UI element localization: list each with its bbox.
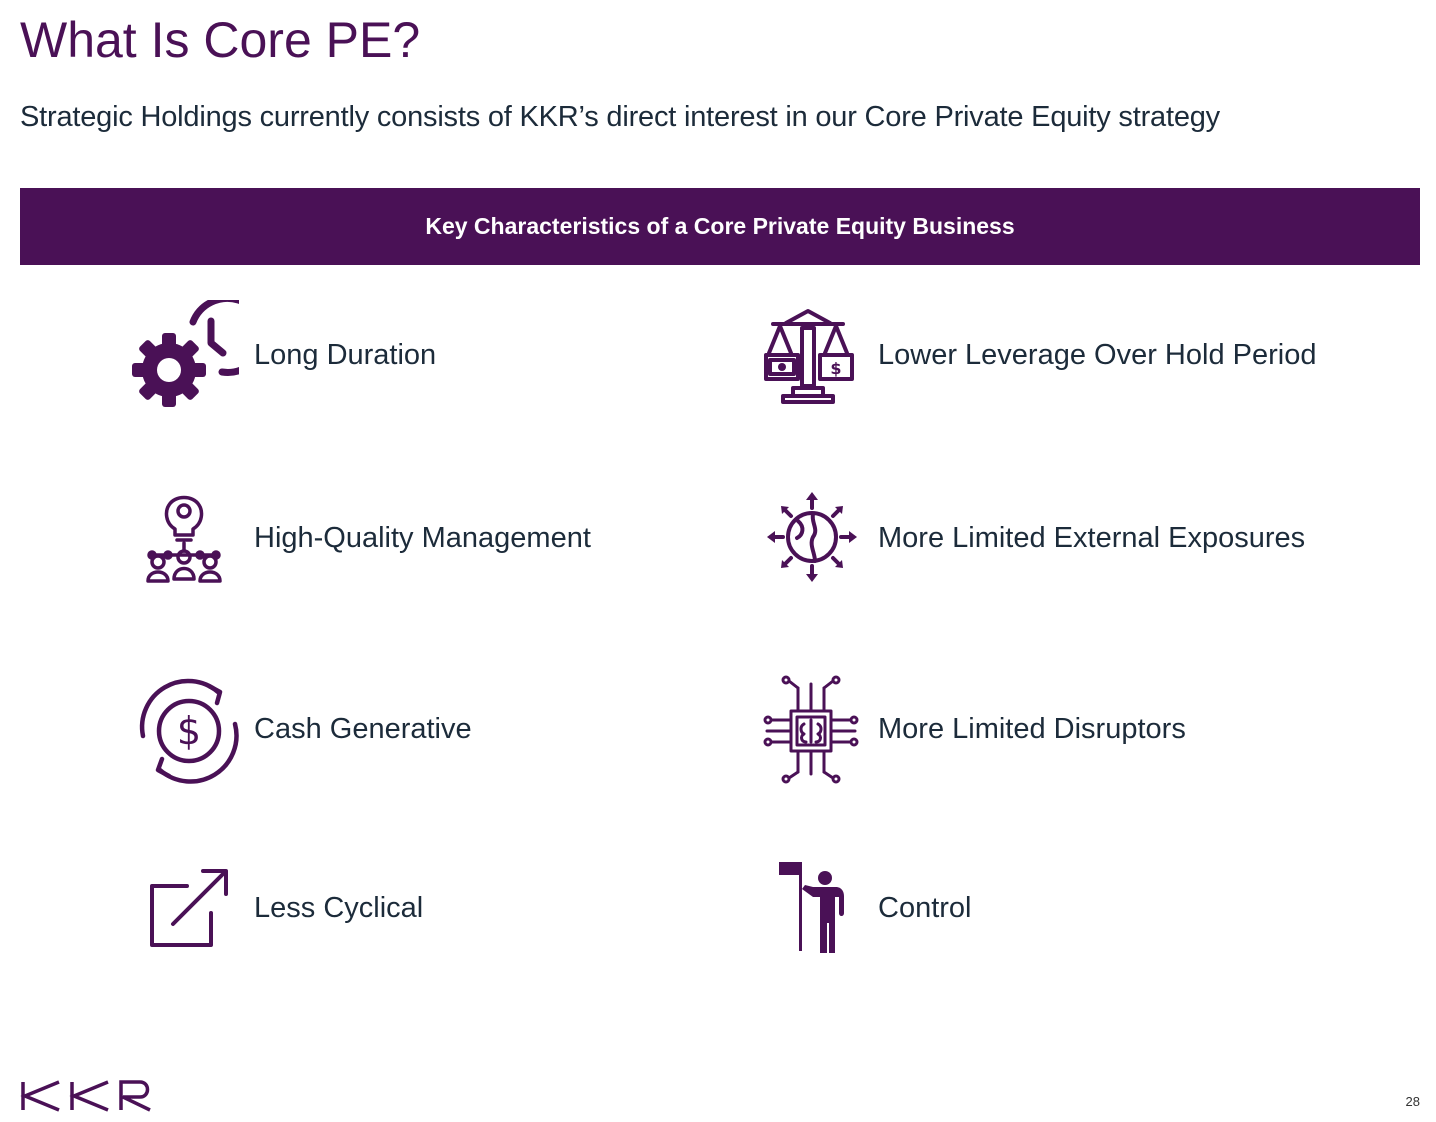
characteristic-limited-disruptors: More Limited Disruptors [748, 674, 1186, 784]
characteristic-label: High-Quality Management [254, 521, 591, 554]
dollar-cycle-icon: $ [124, 674, 244, 784]
page-number: 28 [1405, 1094, 1420, 1109]
characteristic-less-cyclical: Less Cyclical [124, 853, 423, 963]
characteristic-label: Control [878, 891, 972, 924]
characteristic-lower-leverage: $ Lower Leverage Over Hold Period [748, 300, 1316, 410]
svg-text:$: $ [177, 709, 201, 753]
banner-title: Key Characteristics of a Core Private Eq… [425, 213, 1015, 239]
section-banner: Key Characteristics of a Core Private Eq… [20, 188, 1420, 265]
characteristic-label: Long Duration [254, 338, 437, 371]
characteristic-label: Less Cyclical [254, 891, 424, 924]
external-arrow-icon [124, 853, 244, 963]
characteristic-long-duration: Long Duration [124, 300, 436, 410]
characteristic-label: Cash Generative [254, 712, 472, 745]
characteristic-high-quality-management: High-Quality Management [124, 483, 591, 593]
characteristic-cash-generative: $ Cash Generative [124, 674, 472, 784]
brain-chip-icon [748, 674, 868, 784]
page-subtitle: Strategic Holdings currently consists of… [20, 101, 1220, 133]
svg-text:$: $ [830, 359, 841, 378]
lightbulb-team-icon [124, 483, 244, 593]
characteristic-label: More Limited Disruptors [878, 712, 1186, 745]
characteristic-limited-external-exposures: More Limited External Exposures [748, 483, 1305, 593]
characteristic-label: Lower Leverage Over Hold Period [878, 338, 1317, 371]
page-title: What Is Core PE? [20, 12, 421, 68]
balance-scale-icon: $ [748, 300, 868, 410]
gear-clock-icon [124, 300, 244, 410]
kkr-logo [20, 1080, 151, 1112]
globe-arrows-icon [748, 483, 868, 593]
characteristic-label: More Limited External Exposures [878, 521, 1306, 554]
person-flag-icon [748, 853, 868, 963]
characteristic-control: Control [748, 853, 972, 963]
